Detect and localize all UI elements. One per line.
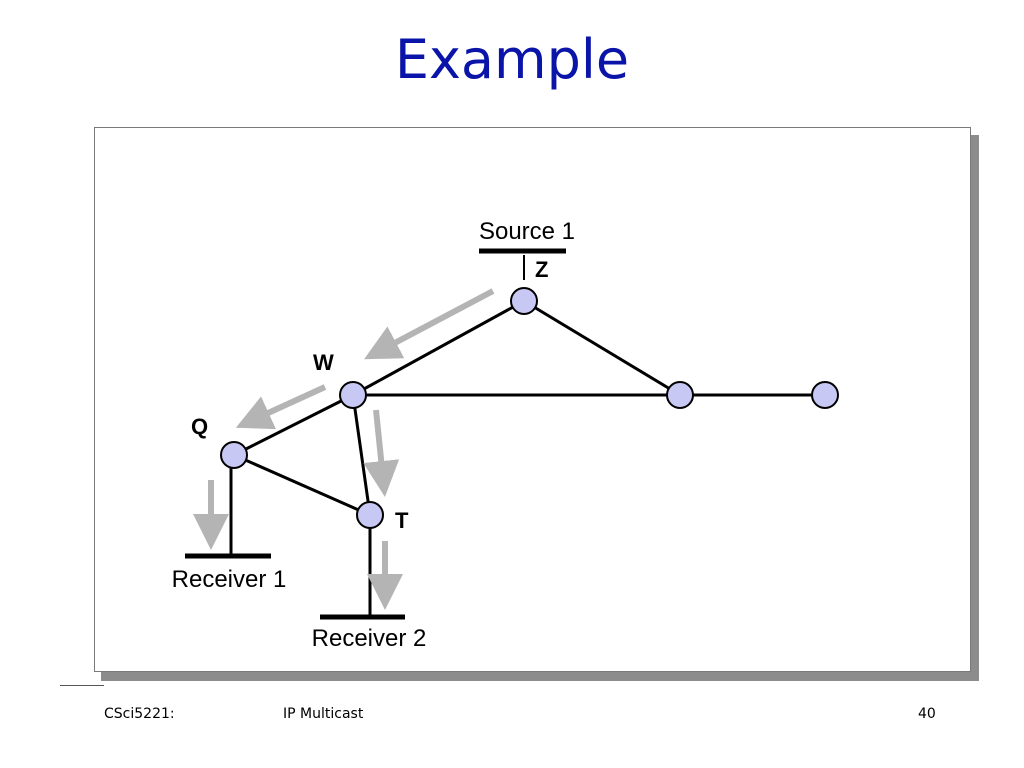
arrow-w-to-t xyxy=(363,409,400,497)
link-w-t xyxy=(351,394,372,516)
network-links xyxy=(229,255,825,615)
footer-page-number: 40 xyxy=(918,706,936,722)
router-w xyxy=(339,381,367,409)
source-label: Source 1 xyxy=(479,218,575,245)
slide-title: Example xyxy=(394,28,630,91)
footer-topic: IP Multicast xyxy=(283,706,364,722)
footer-rule xyxy=(60,685,104,686)
link-q-t xyxy=(233,453,371,517)
router-t xyxy=(356,501,384,529)
receiver2-label: Receiver 2 xyxy=(312,625,427,652)
receiver1-label: Receiver 1 xyxy=(172,566,287,593)
lan-segments xyxy=(185,248,566,620)
routers xyxy=(220,287,839,529)
router-t-label: T xyxy=(395,508,409,533)
footer-course: CSci5221: xyxy=(104,706,175,722)
arrow-w-to-q xyxy=(235,384,327,430)
router-far-right xyxy=(811,381,839,409)
link-z-right xyxy=(523,299,681,397)
arrow-z-to-w xyxy=(364,288,495,360)
forwarding-arrows xyxy=(193,288,495,610)
router-z xyxy=(510,287,538,315)
link-z-w xyxy=(352,299,525,397)
router-q xyxy=(220,441,248,469)
router-w-label: W xyxy=(313,350,334,375)
router-right xyxy=(666,381,694,409)
router-z-label: Z xyxy=(535,257,548,282)
router-q-label: Q xyxy=(191,414,208,439)
link-w-q xyxy=(233,393,354,457)
